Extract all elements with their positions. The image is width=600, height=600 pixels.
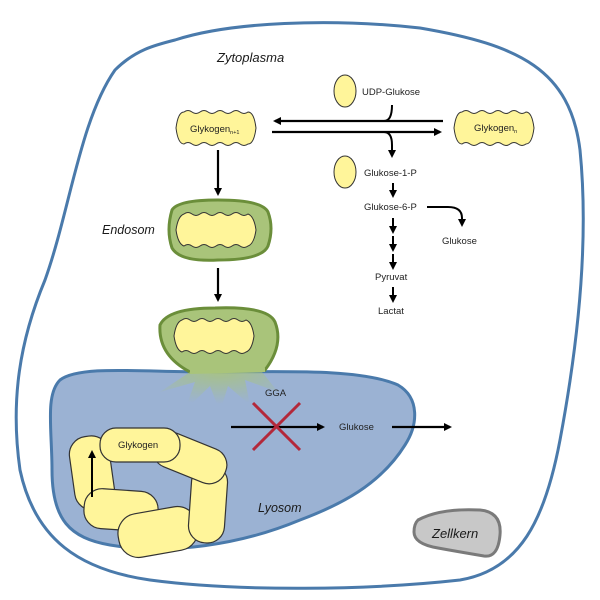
- lysosome-label: Lyosom: [258, 501, 302, 515]
- glycogen-n1-node: Glykogenn+1: [175, 110, 257, 146]
- glucose-1p-label: Glukose-1-P: [364, 168, 417, 179]
- fusing-endosome: [158, 306, 280, 412]
- endosome-label: Endosom: [102, 223, 155, 237]
- g6p-to-glucose-arrow: [427, 206, 466, 227]
- glycogen-lyso-label: Glykogen: [118, 440, 158, 451]
- blocked-cross-icon: [251, 401, 302, 452]
- glucose-1p-molecule: [333, 155, 357, 189]
- cytoplasm-label: Zytoplasma: [216, 50, 284, 65]
- nucleus-label: Zellkern: [431, 526, 478, 541]
- endosome: [167, 198, 273, 262]
- glycogen-n-label: Glykogenn: [474, 123, 517, 135]
- udp-glucose-join: [383, 104, 393, 122]
- lactate-label: Lactat: [378, 306, 404, 317]
- glucose-lyso-label: Glukose: [339, 422, 374, 433]
- pyruvate-label: Pyruvat: [375, 272, 408, 283]
- nucleus: [412, 508, 502, 558]
- glucose-cyto-label: Glukose: [442, 236, 477, 247]
- gga-label: GGA: [265, 388, 287, 399]
- udp-glucose-molecule: [333, 74, 357, 108]
- glycogen-n1-label: Glykogenn+1: [190, 124, 239, 136]
- udp-glucose-label: UDP-Glukose: [362, 87, 420, 98]
- glucose-6p-label: Glukose-6-P: [364, 202, 417, 213]
- g1p-branch: [383, 131, 396, 158]
- glycogen-n-node: Glykogenn: [453, 110, 535, 146]
- lysosomal-glycogen-chain: [68, 427, 229, 559]
- fusion-burst: [160, 372, 278, 412]
